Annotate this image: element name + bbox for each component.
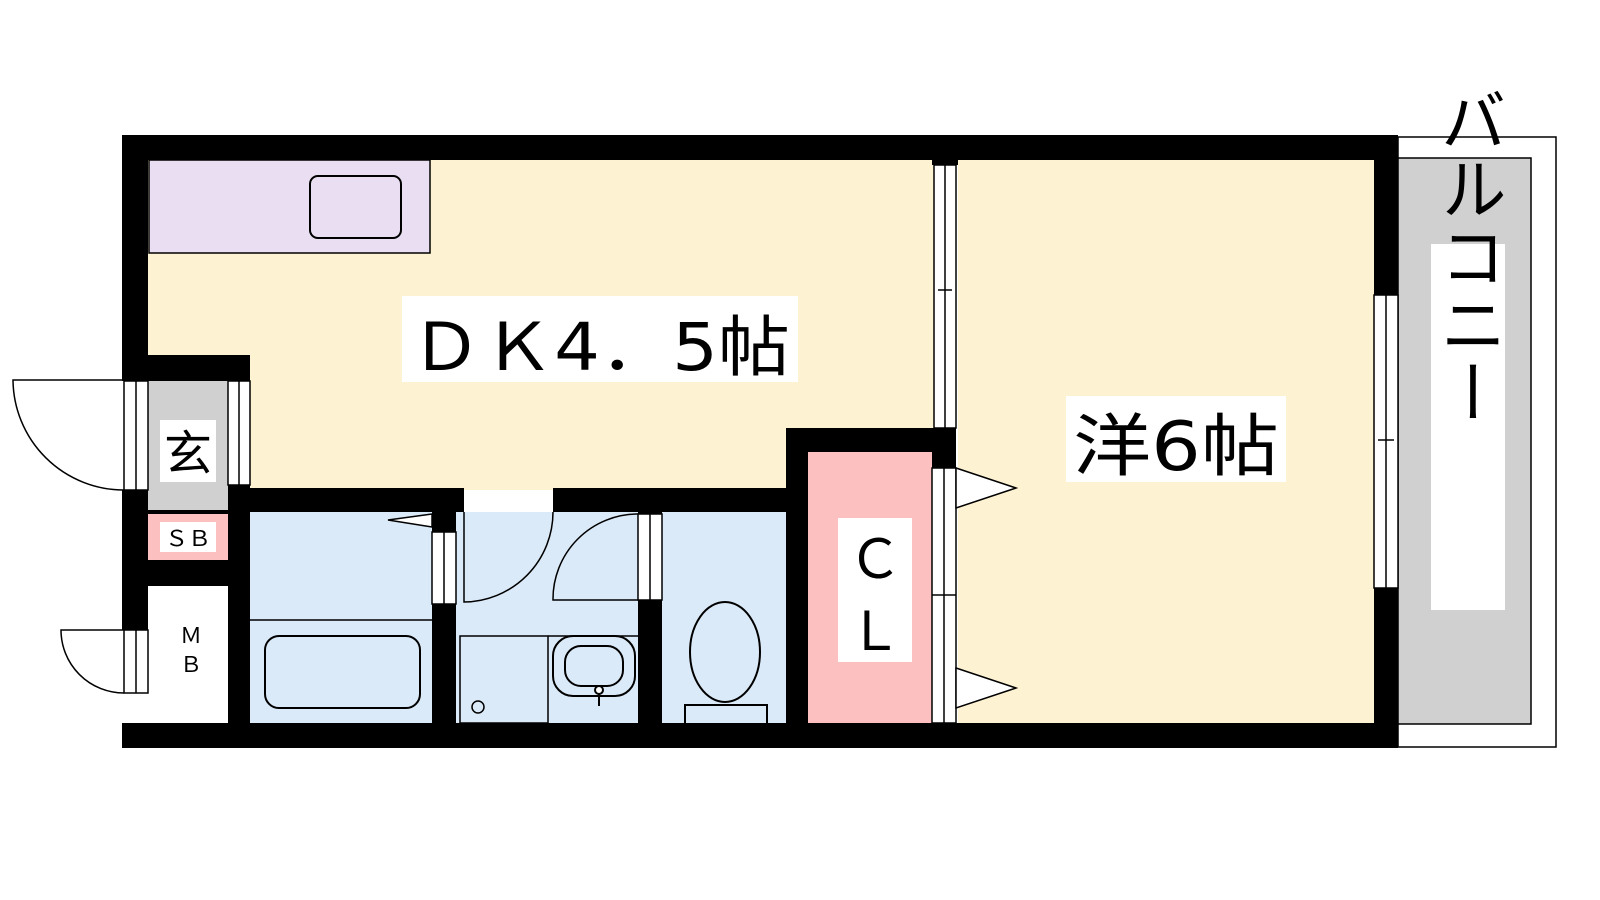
wall-entrance-right-upper <box>228 355 250 381</box>
sink-outline <box>309 175 402 239</box>
balcony <box>1397 136 1557 748</box>
meterbox-label-bottom: Ｂ <box>180 653 202 678</box>
wall-bath-wash-divider-upper <box>432 510 456 532</box>
fixtures <box>250 601 768 724</box>
wall-wet-top-right <box>553 488 786 512</box>
wall-bath-wash-divider-lower <box>432 604 456 724</box>
bath-folding-door <box>387 513 433 528</box>
washing-machine-space <box>459 635 549 724</box>
balcony-label: バルコニー <box>1430 86 1507 426</box>
bath-room-floor <box>250 512 432 724</box>
washroom-floor <box>456 512 638 724</box>
wall-sb-top <box>148 510 228 514</box>
toilet-bowl <box>689 601 761 703</box>
wall-closet-left <box>786 428 808 748</box>
closet-door-lower <box>955 666 1019 710</box>
wall-right-lower <box>1374 588 1398 748</box>
closet-label-top: Ｃ <box>848 528 902 591</box>
wall-wet-top-left <box>250 488 464 512</box>
wall-closet-right-top <box>932 428 956 468</box>
entrance-label: 玄 <box>164 426 212 482</box>
closet-label-bottom: Ｌ <box>848 600 902 663</box>
kitchen-counter <box>148 159 431 254</box>
washbasin-bowl <box>564 645 624 687</box>
dk-label: ＤＫ4．5帖 <box>410 309 790 386</box>
wall-left-upper <box>122 135 148 381</box>
shoebox-label: ＳＢ <box>165 527 211 552</box>
shoebox-label-bg <box>160 522 216 552</box>
door-swings <box>12 379 1019 710</box>
western-label: 洋6帖 <box>1073 408 1279 487</box>
openings <box>123 164 1399 724</box>
wall-dk-western-top <box>932 135 958 165</box>
closet-label-bg <box>838 518 912 662</box>
meterbox-label-top: Ｍ <box>180 624 202 649</box>
wall-left-mid <box>122 490 148 630</box>
washroom-door-gap <box>464 490 553 512</box>
washbasin <box>552 635 636 697</box>
wall-wash-toilet-divider-upper <box>638 510 662 514</box>
toilet-room-floor <box>662 512 786 724</box>
balcony-label-bg <box>1431 244 1505 610</box>
meterbox-area <box>148 585 228 723</box>
walls <box>122 135 1398 748</box>
western-label-bg <box>1066 396 1286 482</box>
wall-entrance-right-lower <box>228 485 250 748</box>
washroom-door-swing <box>463 511 554 603</box>
bathtub <box>264 635 421 709</box>
wall-top <box>122 135 1397 160</box>
entrance-door-swing <box>12 379 125 491</box>
meterbox-door-swing <box>60 629 125 694</box>
wall-sb-bottom <box>148 560 228 586</box>
wall-bottom <box>122 723 1397 748</box>
wall-wash-toilet-divider-lower <box>638 600 662 724</box>
wall-closet-top <box>786 428 956 452</box>
dk-label-bg <box>402 296 798 382</box>
wall-right-upper <box>1374 135 1398 295</box>
labels: ＤＫ4．5帖 洋6帖 Ｃ Ｌ 玄 ＳＢ Ｍ Ｂ バルコニー <box>160 86 1507 678</box>
drain-icon <box>471 700 485 714</box>
toilet-door-swing <box>552 513 639 601</box>
entrance-label-bg <box>160 420 216 482</box>
closet-door-upper <box>955 466 1019 510</box>
toilet-tank <box>684 704 768 723</box>
